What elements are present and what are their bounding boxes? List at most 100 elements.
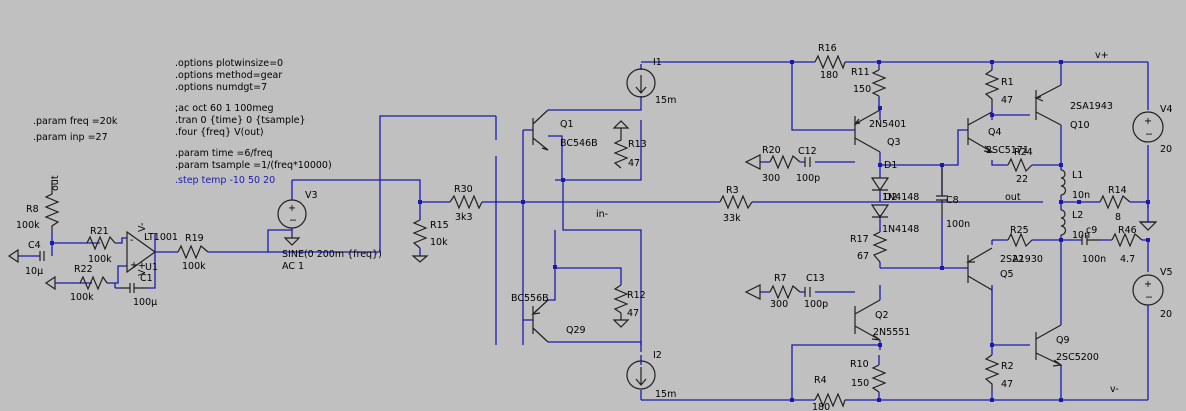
resistor-R14[interactable]: R14 8: [1099, 185, 1131, 223]
value-c9: 100n: [1082, 254, 1106, 265]
resistor-R20[interactable]: R20 300: [744, 145, 801, 184]
label-c9: c9: [1086, 225, 1097, 236]
value-R24: 22: [1016, 174, 1028, 185]
transistor-Q4[interactable]: Q4 2SC5171: [967, 111, 1029, 156]
junctions: [50, 60, 1150, 402]
resistor-R30[interactable]: R30 3k3: [449, 184, 483, 223]
value-R4: 180: [812, 402, 830, 411]
ground-symbol-output: [1138, 221, 1158, 231]
resistor-R25[interactable]: R25 22: [1007, 225, 1033, 265]
option-numdgt: .options numdgt=7: [175, 82, 267, 93]
value-L1: 10n: [1072, 190, 1090, 201]
resistor-R19[interactable]: R19 100k: [177, 233, 209, 272]
inductor-L1[interactable]: L1 10n: [1060, 169, 1090, 201]
voltage-source-V5[interactable]: + − V5 20: [1132, 267, 1173, 320]
value-R19: 100k: [182, 261, 206, 272]
label-V3: V3: [305, 190, 318, 201]
tran-directive: .tran 0 {time} 0 {tsample}: [175, 115, 306, 126]
label-D1: D1: [884, 160, 897, 171]
resistor-R10[interactable]: R10 150: [850, 359, 887, 393]
resistor-R2[interactable]: R2 47: [984, 354, 1014, 390]
resistor-R21[interactable]: R21 100k: [86, 226, 116, 265]
resistor-R12[interactable]: R12 47: [612, 284, 646, 328]
diode-D2[interactable]: D2 1N4148: [870, 192, 919, 235]
four-directive: .four {freq} V(out): [175, 127, 264, 138]
value-R15: 10k: [430, 237, 448, 248]
value-Q1: BC546B: [560, 138, 598, 149]
capacitor-C12[interactable]: C12 100p: [796, 146, 820, 184]
label-R8: R8: [26, 204, 39, 215]
param-freq: .param freq =20k: [33, 116, 118, 127]
current-source-I2[interactable]: I2 15m: [626, 350, 676, 400]
label-R13: R13: [628, 139, 647, 150]
label-V5: V5: [1160, 267, 1173, 278]
resistor-R7[interactable]: R7 300: [744, 273, 801, 310]
resistor-R1[interactable]: R1 47: [984, 69, 1014, 106]
label-R25: R25: [1010, 225, 1029, 236]
minus-sign: −: [1145, 129, 1153, 140]
resistor-R8[interactable]: R8 100k out: [16, 175, 61, 232]
plus-sign: +: [1144, 279, 1152, 290]
opamp-U1[interactable]: - + LT1001 U1 V- V+: [126, 223, 178, 276]
net-out: out: [1005, 192, 1021, 203]
resistor-R16[interactable]: R16 180: [814, 43, 846, 81]
label-C13: C13: [806, 273, 825, 284]
transistor-Q29[interactable]: BC556B Q29: [511, 293, 586, 343]
resistor-R15[interactable]: R15 10k: [411, 219, 449, 263]
label-R3: R3: [726, 185, 739, 196]
value-Q2: 2N5551: [873, 327, 910, 338]
net-in-minus: in-: [596, 209, 608, 220]
value-R30: 3k3: [455, 212, 473, 223]
transistor-Q3[interactable]: 2N5401 Q3: [853, 109, 906, 153]
capacitor-C13[interactable]: C13 100p: [804, 273, 828, 310]
transistor-Q10[interactable]: 2SA1943 Q10: [1033, 84, 1113, 131]
diode-D1[interactable]: D1 1N4148: [870, 160, 919, 203]
label-C8: C8: [946, 195, 959, 206]
label-R1: R1: [1001, 77, 1014, 88]
plus-sign: +: [288, 203, 296, 214]
label-R46: R46: [1118, 225, 1137, 236]
value-V4: 20: [1160, 144, 1172, 155]
transistor-Q9[interactable]: Q9 2SC5200: [1035, 324, 1099, 367]
value-R13: 47: [628, 158, 640, 169]
capacitor-C8[interactable]: C8 100n: [936, 165, 970, 230]
extra-V3: AC 1: [282, 261, 304, 272]
capacitor-c9[interactable]: c9 100n: [1081, 225, 1106, 265]
inductor-L2[interactable]: L2 10n: [1060, 209, 1090, 241]
label-R4: R4: [814, 375, 827, 386]
label-R10: R10: [850, 359, 869, 370]
value-R25: 22: [1012, 254, 1024, 265]
label-R21: R21: [90, 226, 109, 237]
capacitor-C4[interactable]: C4 10µ: [25, 240, 45, 277]
current-source-I1[interactable]: I1 15m: [626, 57, 676, 106]
transistor-Q2[interactable]: Q2 2N5551: [854, 299, 910, 341]
resistor-R17[interactable]: R17 67: [850, 231, 888, 263]
value-R2: 47: [1001, 379, 1013, 390]
resistor-R3[interactable]: R3 33k: [719, 185, 753, 224]
value-C13: 100p: [804, 299, 828, 310]
resistor-R11[interactable]: R11 150: [851, 67, 887, 97]
label-Q29: Q29: [566, 325, 586, 336]
resistor-R46[interactable]: R46 4.7: [1111, 225, 1143, 265]
resistor-R24[interactable]: R24 22: [1007, 147, 1033, 185]
label-R24: R24: [1014, 147, 1033, 158]
value-R17: 67: [857, 251, 869, 262]
value-D2: 1N4148: [882, 224, 919, 235]
label-L2: L2: [1072, 210, 1083, 221]
resistor-R22[interactable]: R22 100k: [44, 264, 108, 303]
transistor-Q5[interactable]: Q5 2SA1930: [965, 247, 1043, 291]
voltage-source-V3[interactable]: + − V3 SINE(0 200m {freq}) AC 1: [277, 190, 382, 272]
opamp-plus: +: [130, 260, 138, 271]
step-directive: .step temp -10 50 20: [175, 175, 275, 186]
label-R14: R14: [1108, 185, 1127, 196]
label-R2: R2: [1001, 361, 1014, 372]
resistor-R4[interactable]: R4 180: [812, 375, 846, 411]
transistor-Q1[interactable]: Q1 BC546B: [532, 109, 598, 151]
capacitor-C1[interactable]: C1 100µ: [120, 273, 157, 308]
value-R46: 4.7: [1120, 254, 1135, 265]
pin-vplus: V+: [137, 262, 148, 276]
resistor-R13[interactable]: R13 47: [612, 120, 647, 169]
voltage-source-V4[interactable]: + − V4 20: [1132, 104, 1173, 155]
